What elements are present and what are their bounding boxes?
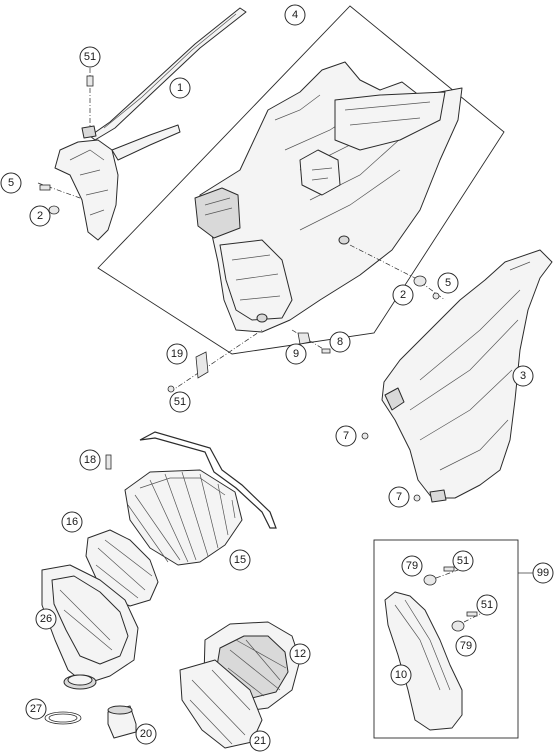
callout-51-kit-lower: 51 (476, 594, 498, 616)
svg-text:99: 99 (537, 567, 549, 579)
airbox-housing (194, 61, 463, 333)
callout-8: 8 (329, 331, 351, 353)
callout-51-middle: 51 (169, 391, 191, 413)
svg-text:79: 79 (460, 640, 472, 652)
callout-3: 3 (512, 365, 534, 387)
callout-26: 26 (35, 608, 57, 630)
svg-text:1: 1 (177, 82, 183, 94)
intake-boot (41, 564, 139, 690)
air-filter-element (124, 469, 243, 566)
svg-text:21: 21 (254, 735, 266, 747)
intake-snorkel (384, 591, 463, 731)
svg-text:16: 16 (66, 516, 78, 528)
side-panel (381, 249, 553, 503)
callout-2-right: 2 (392, 284, 414, 306)
svg-text:51: 51 (174, 396, 186, 408)
svg-text:4: 4 (292, 9, 298, 21)
callout-18: 18 (79, 449, 101, 471)
svg-text:79: 79 (406, 560, 418, 572)
svg-text:8: 8 (337, 336, 343, 348)
filter-cage-wire (139, 431, 277, 529)
callout-19: 19 (166, 343, 188, 365)
callout-5-left: 5 (0, 172, 22, 194)
svg-text:2: 2 (400, 289, 406, 301)
callout-21: 21 (249, 730, 271, 752)
svg-text:19: 19 (171, 348, 183, 360)
callout-16: 16 (61, 511, 83, 533)
callout-79-lower: 79 (455, 635, 477, 657)
callout-7-upper: 7 (335, 425, 357, 447)
svg-text:7: 7 (343, 430, 349, 442)
svg-text:5: 5 (8, 177, 14, 189)
clamp-and-sleeve (44, 705, 137, 739)
svg-text:15: 15 (234, 554, 246, 566)
callout-15: 15 (229, 549, 251, 571)
svg-text:20: 20 (140, 728, 152, 740)
callout-51-top: 51 (79, 46, 101, 68)
svg-text:9: 9 (293, 348, 299, 360)
callout-9: 9 (285, 343, 307, 365)
svg-text:51: 51 (457, 555, 469, 567)
callout-2-left: 2 (29, 205, 51, 227)
hardware (37, 68, 446, 502)
callout-7-lower: 7 (388, 486, 410, 508)
svg-text:10: 10 (395, 669, 407, 681)
svg-text:7: 7 (396, 491, 402, 503)
callout-10: 10 (390, 664, 412, 686)
callout-12: 12 (289, 643, 311, 665)
svg-text:18: 18 (84, 454, 96, 466)
callout-1: 1 (169, 77, 191, 99)
svg-text:12: 12 (294, 648, 306, 660)
svg-text:27: 27 (30, 703, 42, 715)
kit-hardware (423, 566, 481, 632)
callout-5-right: 5 (437, 272, 459, 294)
rear-frame-strut (54, 7, 247, 241)
svg-text:5: 5 (445, 277, 451, 289)
callout-27: 27 (25, 698, 47, 720)
svg-text:51: 51 (84, 51, 96, 63)
callout-79-upper: 79 (401, 555, 423, 577)
svg-text:26: 26 (40, 613, 52, 625)
callout-4: 4 (284, 4, 306, 26)
callout-99: 99 (532, 562, 554, 584)
airbox-group-frame (97, 5, 505, 355)
svg-text:3: 3 (520, 370, 526, 382)
svg-text:2: 2 (37, 210, 43, 222)
callout-51-kit-upper: 51 (452, 550, 474, 572)
callout-20: 20 (135, 723, 157, 745)
svg-text:51: 51 (481, 599, 493, 611)
kit-group-frame (373, 539, 519, 739)
